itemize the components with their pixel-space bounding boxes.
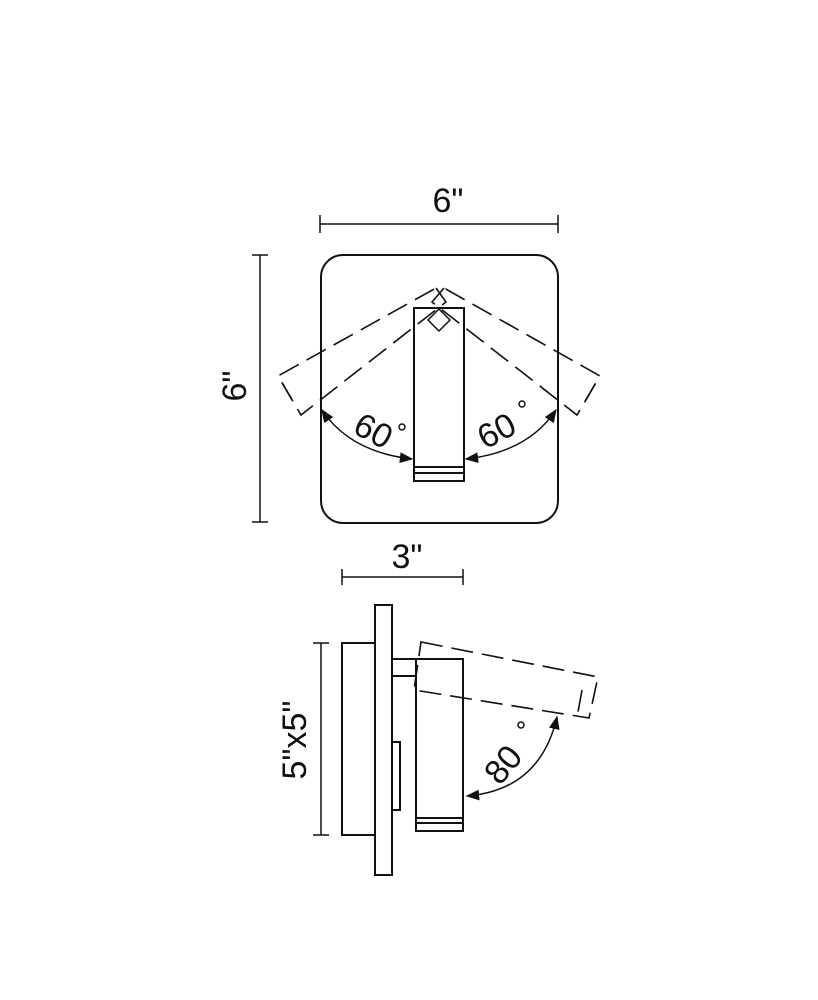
side-view: 3" 5"x5" 80: [276, 538, 599, 876]
side-lamp-arm: [415, 658, 464, 832]
front-wall-plate: [320, 254, 559, 524]
front-lamp-arm: [413, 307, 465, 482]
front-width-label: 6": [433, 182, 464, 220]
front-angle-arc-right: [464, 408, 557, 463]
front-width-dimension: 6": [319, 182, 559, 233]
side-angle-arc: [465, 715, 560, 801]
front-height-dimension: 6": [216, 254, 268, 523]
front-angle-right-label: 60: [471, 406, 522, 457]
side-size-dimension: 5"x5": [276, 642, 329, 836]
side-wall-plate: [374, 604, 393, 876]
front-angle-arc-left: [321, 408, 414, 463]
front-angle-left-label: 60: [348, 406, 399, 457]
front-view: 6" 6": [216, 182, 602, 524]
side-rotated-arm: [413, 641, 599, 719]
side-angle-label: 80: [477, 738, 530, 791]
side-back-box: [341, 642, 376, 836]
front-pivot-dot-left: [398, 423, 406, 431]
side-depth-dimension: 3": [341, 538, 464, 585]
side-size-label: 5"x5": [276, 701, 314, 780]
side-connector: [391, 658, 417, 677]
front-rotated-arm-right: [430, 286, 602, 417]
front-rotated-arm-left: [276, 286, 448, 417]
side-pivot-dot: [517, 721, 525, 729]
front-height-label: 6": [216, 371, 254, 402]
side-depth-label: 3": [392, 538, 423, 576]
side-switch: [391, 741, 401, 811]
front-pivot-dot-right: [518, 400, 526, 408]
